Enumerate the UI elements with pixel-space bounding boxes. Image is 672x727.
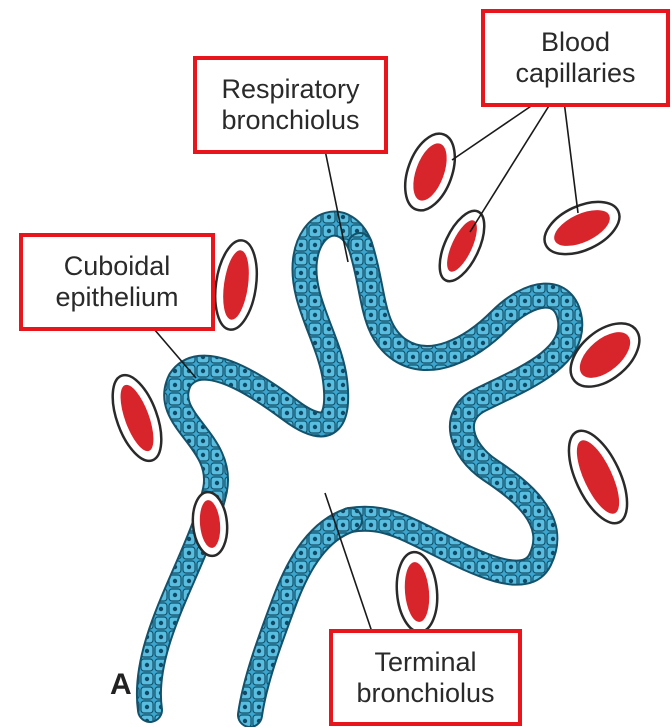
- leader-respiratory: [325, 150, 348, 262]
- label-cuboidal-text: Cuboidal epithelium: [55, 251, 178, 313]
- label-respiratory-bronchiolus: Respiratory bronchiolus: [193, 56, 388, 154]
- panel-letter: A: [110, 668, 132, 702]
- leader-blood-2: [470, 85, 562, 232]
- label-terminal-bronchiolus: Terminal bronchiolus: [329, 629, 522, 726]
- label-blood-capillaries: Blood capillaries: [481, 9, 670, 107]
- label-cuboidal-epithelium: Cuboidal epithelium: [19, 233, 215, 331]
- label-blood-text: Blood capillaries: [515, 27, 635, 89]
- label-respiratory-text: Respiratory bronchiolus: [221, 74, 359, 136]
- label-terminal-text: Terminal bronchiolus: [356, 647, 494, 709]
